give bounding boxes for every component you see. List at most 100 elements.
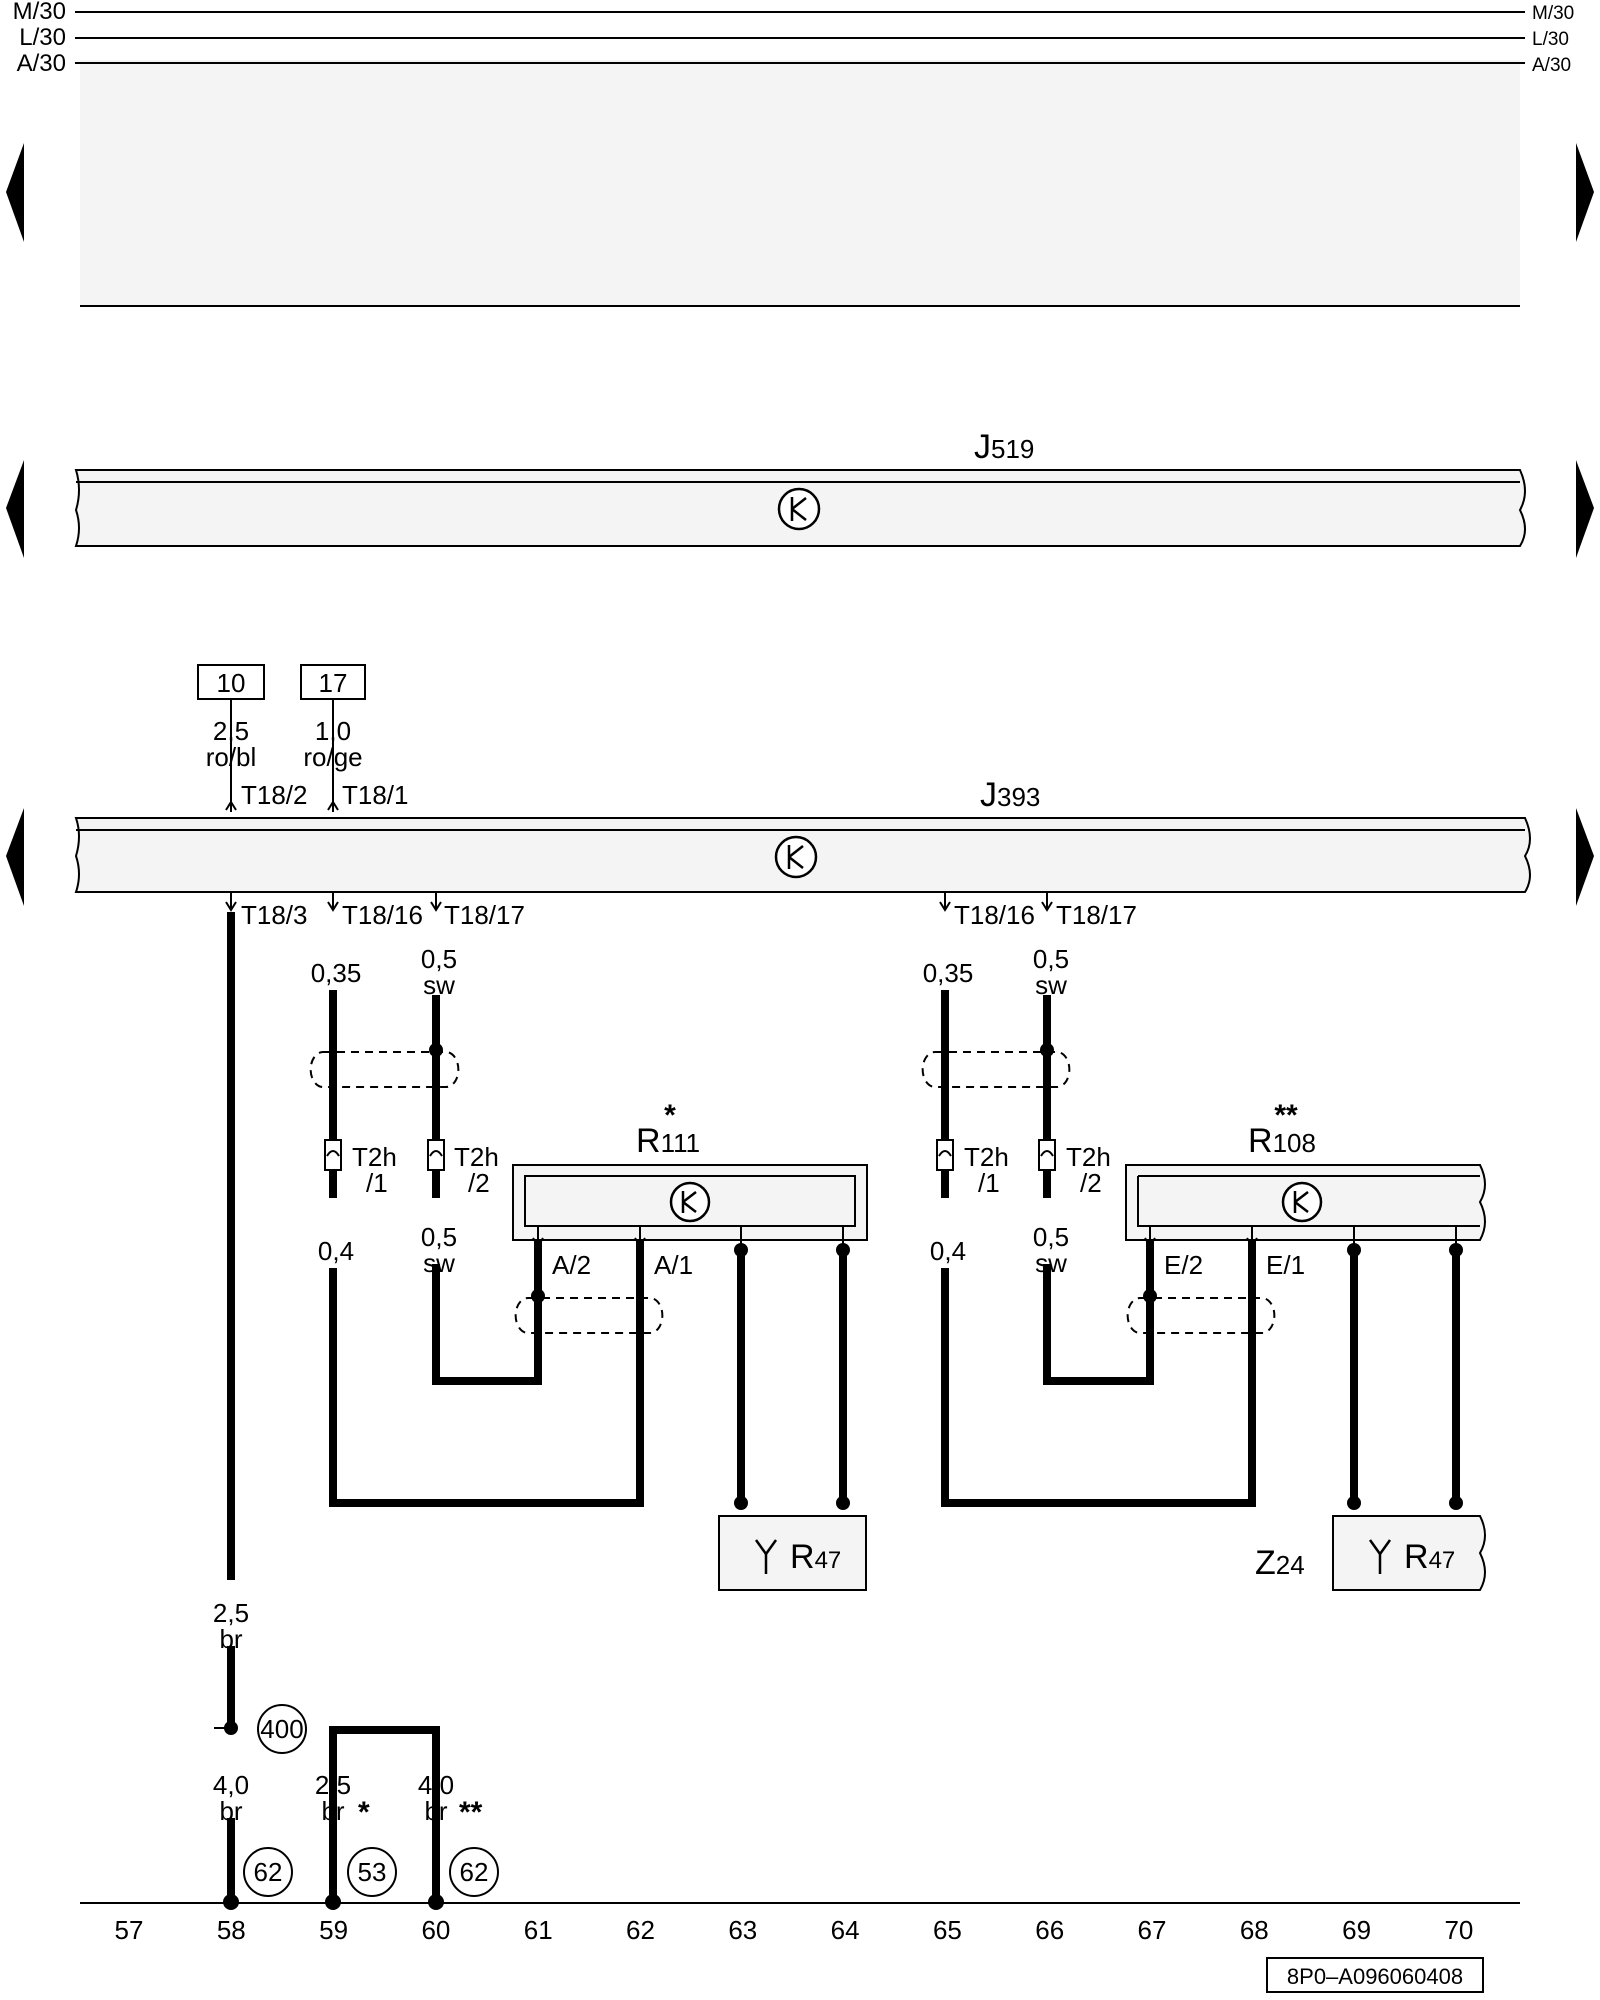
pin-t18-2: T18/2 (241, 780, 308, 810)
control-unit-j393: J393 (74, 776, 1531, 893)
r108-letter: R (1248, 1122, 1273, 1160)
connector-t2h-b2-pin: /2 (1080, 1168, 1102, 1198)
connector-t2h-a2: T2h (454, 1142, 499, 1172)
arrow-right-icon (1576, 808, 1594, 906)
wire-color-66-b: sw (1035, 1248, 1067, 1278)
r108-mark: ** (1274, 1099, 1298, 1132)
antenna-r47-a: R47 (718, 1515, 867, 1591)
receiver-r111: R111 * A/2 A/1 (512, 1099, 868, 1280)
ground-points: 400 62 53 62 (214, 1704, 499, 1897)
ground-point-62-b: 62 (460, 1857, 489, 1887)
connector-t2h-b1: T2h (964, 1142, 1009, 1172)
pin-e2: E/2 (1164, 1250, 1203, 1280)
pin-t18-16-b: T18/16 (954, 900, 1035, 930)
wire-size-60-low: 4,0 (418, 1770, 454, 1800)
column-number-68: 68 (1240, 1915, 1269, 1945)
wires (227, 912, 1460, 1898)
j519-sub: 519 (991, 434, 1034, 464)
wire-size-59-low: 2,5 (315, 1770, 351, 1800)
wire-size-59-b: 0,4 (318, 1236, 354, 1266)
wire-size-60-b: 0,5 (421, 1222, 457, 1252)
receiver-r108: R108 ** E/2 E/1 (1125, 1099, 1486, 1280)
arrow-left-icon (6, 808, 24, 906)
column-number-60: 60 (421, 1915, 450, 1945)
arrow-right-icon (1576, 143, 1594, 242)
svg-text:R47: R47 (1404, 1538, 1455, 1576)
rail-label-m30-left: M/30 (13, 0, 66, 25)
control-unit-j519: J519 (74, 428, 1526, 547)
continuation-arrows (6, 143, 1594, 906)
r47-a-sub: 47 (815, 1547, 842, 1574)
column-number-70: 70 (1444, 1915, 1473, 1945)
antenna-r47-b: R47 (1332, 1515, 1486, 1591)
pin-t18-17-a: T18/17 (444, 900, 525, 930)
rail-label-l30-right: L/30 (1532, 29, 1569, 50)
transistor-icon (681, 1191, 697, 1213)
r47-b-sub: 47 (1429, 1547, 1456, 1574)
transistor-icon (790, 497, 807, 521)
rail-label-l30-left: L/30 (19, 24, 66, 51)
wire-labels: 0,35 0,5 sw 0,35 0,5 sw 0,4 0,5 sw 0,4 0… (213, 944, 1069, 1829)
wire-mark-59-low: * (358, 1796, 370, 1829)
wire-color-60-a: sw (423, 970, 455, 1000)
wire-size-58-low: 4,0 (213, 1770, 249, 1800)
r108-sub: 108 (1273, 1128, 1316, 1158)
wire-color-66-a: sw (1035, 970, 1067, 1000)
arrow-left-icon (6, 460, 24, 558)
antenna-icon (754, 1539, 778, 1574)
pin-a2: A/2 (552, 1250, 591, 1280)
wire-size-59-a: 0,35 (311, 958, 362, 988)
connector-t2h-a2-pin: /2 (468, 1168, 490, 1198)
column-number-66: 66 (1035, 1915, 1064, 1945)
column-number-57: 57 (115, 1915, 144, 1945)
column-number-61: 61 (524, 1915, 553, 1945)
svg-text:J519: J519 (974, 428, 1034, 466)
pin-t18-3: T18/3 (241, 900, 308, 930)
column-number-62: 62 (626, 1915, 655, 1945)
wire-mark-60-low: ** (459, 1796, 483, 1829)
document-id: 8P0–A096060408 (1266, 1957, 1484, 1993)
pin-t18-16-a: T18/16 (342, 900, 423, 930)
rail-label-a30-left: A/30 (17, 50, 66, 77)
svg-text:R47: R47 (790, 1538, 841, 1576)
column-number-58: 58 (217, 1915, 246, 1945)
wire-size-58-mid: 2,5 (213, 1598, 249, 1628)
r47-b-letter: R (1404, 1538, 1429, 1576)
pin-e1: E/1 (1266, 1250, 1305, 1280)
connector-t2h-b1-pin: /1 (978, 1168, 1000, 1198)
ground-point-53: 53 (358, 1857, 387, 1887)
rail-label-m30-right: M/30 (1532, 3, 1574, 24)
svg-text:J393: J393 (980, 776, 1040, 814)
arrow-right-icon (1576, 460, 1594, 558)
j393-sub: 393 (997, 782, 1040, 812)
arrow-left-icon (6, 143, 24, 242)
wire-size-65-b: 0,4 (930, 1236, 966, 1266)
power-rails: M/30 L/30 A/30 M/30 L/30 A/30 (13, 0, 1574, 307)
wire-size-66-b: 0,5 (1033, 1222, 1069, 1252)
j393-letter: J (980, 776, 997, 814)
wire-color-60-b: sw (423, 1248, 455, 1278)
z24-letter: Z (1255, 1544, 1276, 1582)
column-number-63: 63 (728, 1915, 757, 1945)
wire-color-59-low: br (321, 1796, 344, 1826)
r111-mark: * (664, 1099, 676, 1132)
column-number-64: 64 (831, 1915, 860, 1945)
svg-text:R111: R111 (636, 1122, 700, 1160)
j519-letter: J (974, 428, 991, 466)
wire-size-65-a: 0,35 (923, 958, 974, 988)
ground-point-62-a: 62 (254, 1857, 283, 1887)
ground-point-400: 400 (260, 1714, 303, 1744)
pin-a1: A/1 (654, 1250, 693, 1280)
antenna-icon (1368, 1539, 1392, 1574)
ref-box-17: 17 (319, 668, 348, 698)
connector-t2h-a1: T2h (352, 1142, 397, 1172)
wire-color-58-low: br (219, 1796, 242, 1826)
column-number-65: 65 (933, 1915, 962, 1945)
svg-text:Z24: Z24 (1255, 1544, 1305, 1582)
r47-a-letter: R (790, 1538, 815, 1576)
ref-box-10: 10 (217, 668, 246, 698)
transistor-icon (787, 845, 804, 869)
connector-t2h-b2: T2h (1066, 1142, 1111, 1172)
